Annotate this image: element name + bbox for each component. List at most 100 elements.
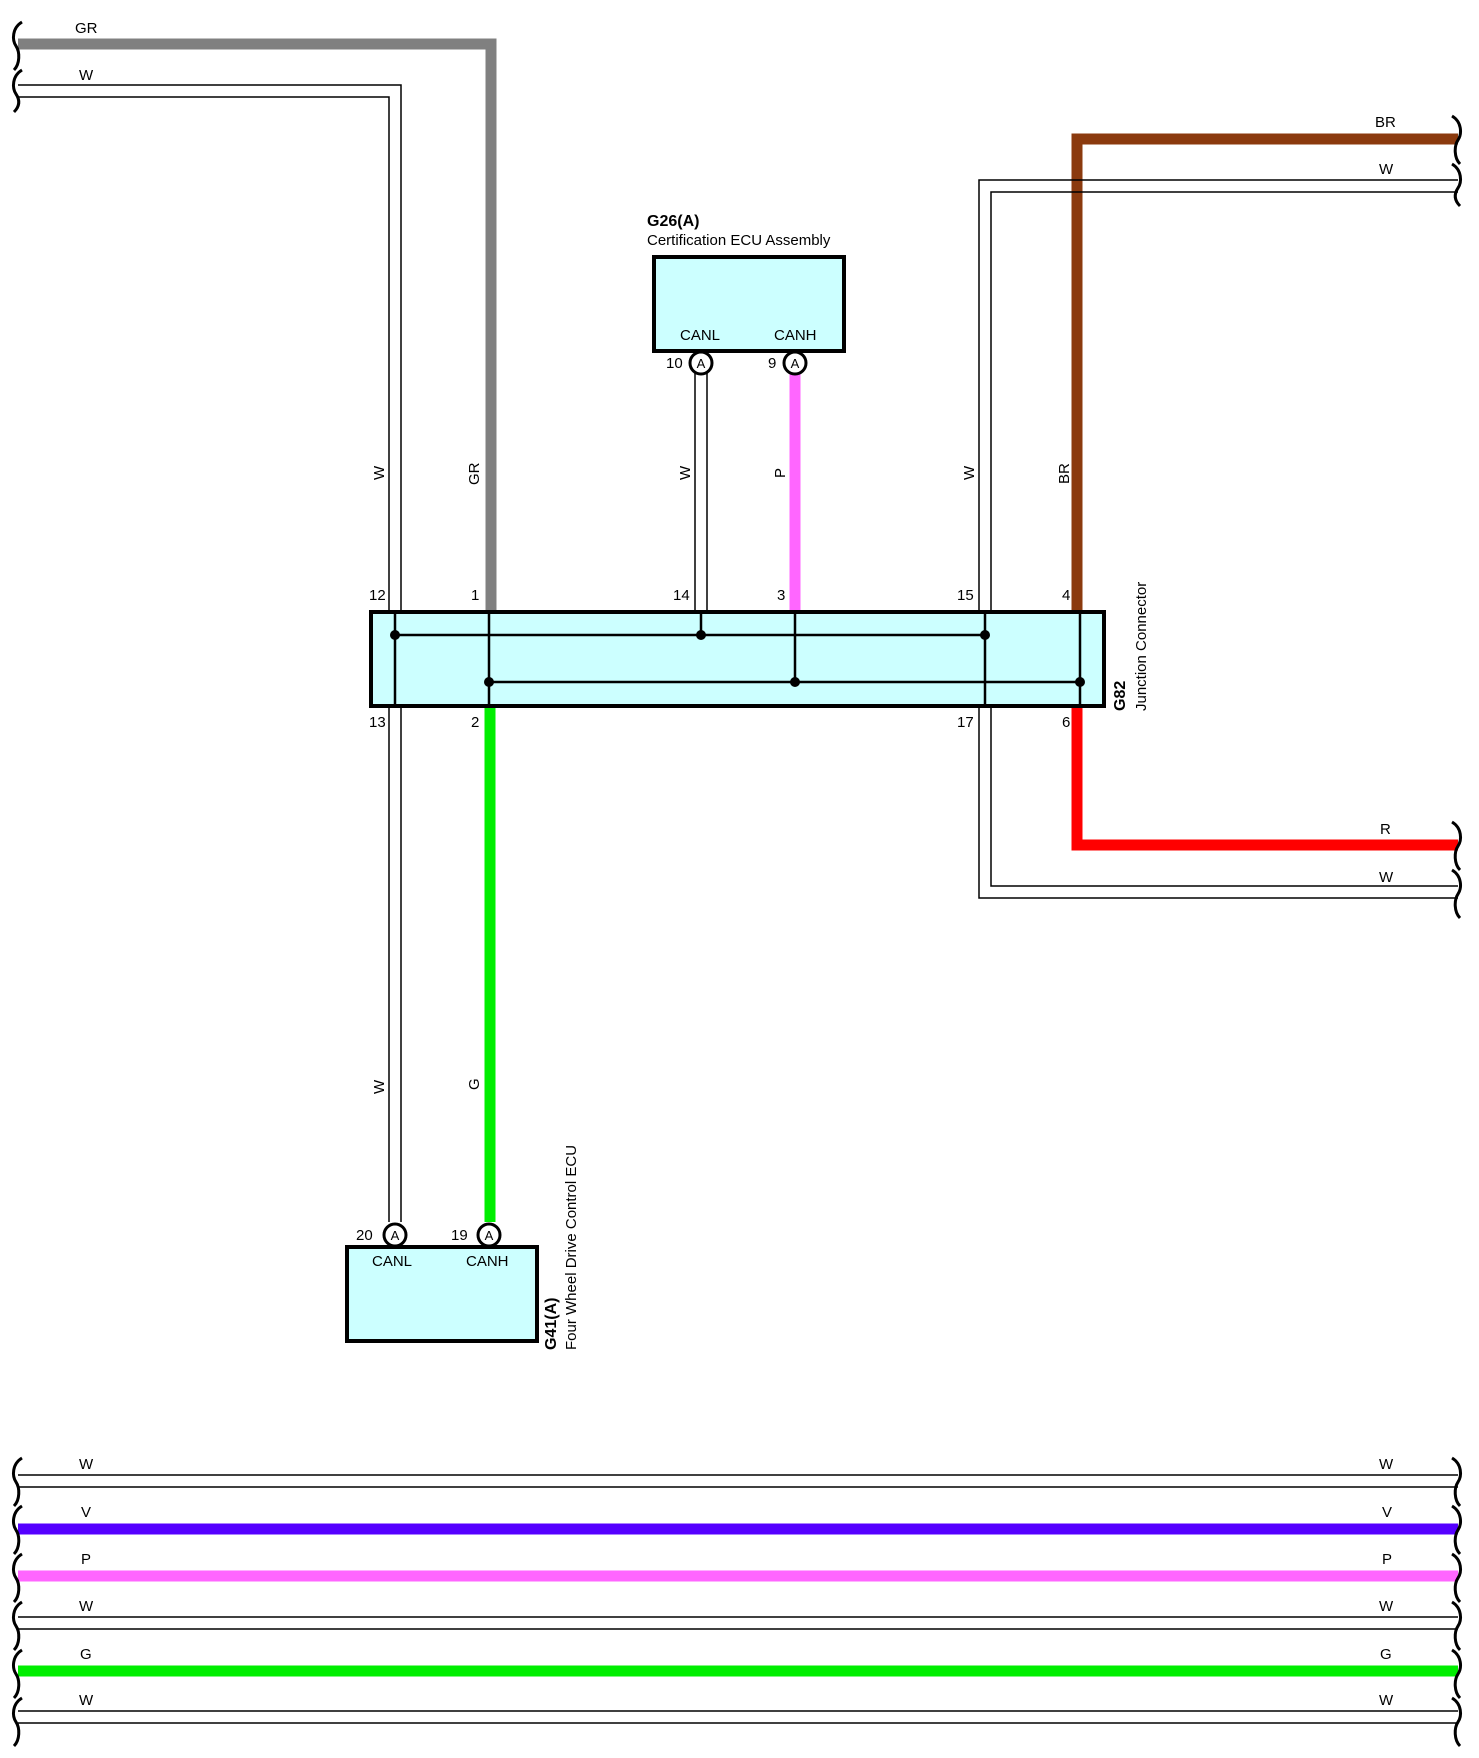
wire-break-icon (1451, 1696, 1462, 1748)
junction-dot-icon (980, 630, 990, 640)
wire-break-icon (1451, 162, 1462, 208)
g82-pin-2: 2 (471, 714, 479, 731)
wire-r-right (1071, 700, 1458, 851)
wire-break-icon (1451, 868, 1462, 920)
wire-break-icon (12, 1648, 23, 1700)
label-top-left-gr: GR (75, 20, 98, 37)
label-top-right-br: BR (1375, 114, 1396, 131)
wire-gr-path (18, 38, 497, 612)
wire-br-path (1071, 133, 1458, 612)
g41-code: G41(A) (543, 1298, 560, 1350)
g82-pin-13: 13 (369, 714, 386, 731)
label-vert-gr-1: GR (466, 462, 483, 485)
wire-break-icon (12, 68, 23, 114)
junction-dot-icon (484, 677, 494, 687)
terminal-a-20: A (391, 1228, 400, 1243)
bottom-label-right-3: W (1379, 1598, 1394, 1615)
g26-pin-canh-label: CANH (774, 327, 817, 344)
bottom-label-right-0: W (1379, 1456, 1394, 1473)
bottom-label-left-3: W (79, 1598, 94, 1615)
g26-box (652, 255, 846, 353)
g26-pin-9: 9 (768, 355, 776, 372)
junction-dot-icon (696, 630, 706, 640)
g82-pin-3: 3 (777, 587, 785, 604)
terminal-a-9: A (791, 356, 800, 371)
terminal-a-10: A (697, 356, 706, 371)
g41-pin-canl-label: CANL (372, 1253, 412, 1270)
wire-r-path (1071, 700, 1458, 851)
label-vert-w-20: W (371, 1079, 388, 1094)
wire-break-icon (1451, 1504, 1462, 1556)
g41-pin-canh-label: CANH (466, 1253, 509, 1270)
g41-four-wheel-drive-ecu: CANL CANH 20 19 A A G41(A) Four Wheel Dr… (345, 1145, 580, 1350)
label-vert-g-19: G (466, 1078, 483, 1090)
g26-pin-canl-label: CANL (680, 327, 720, 344)
g82-pin-1: 1 (471, 587, 479, 604)
wire-break-icon (1451, 1552, 1462, 1604)
bottom-label-left-1: V (81, 1504, 91, 1521)
g26-certification-ecu: G26(A) Certification ECU Assembly CANL C… (647, 213, 846, 376)
label-top-right-w: W (1379, 161, 1394, 178)
wire-w-top-right (978, 179, 1458, 899)
g82-pin-4: 4 (1062, 587, 1070, 604)
wire-break-icon (12, 1456, 23, 1508)
label-vert-w-15: W (961, 465, 978, 480)
terminal-a-icon (476, 1222, 502, 1248)
wire-gr-top-left (18, 38, 497, 612)
wire-break-icon (12, 20, 23, 72)
wire-br-top-right (1071, 133, 1458, 612)
wire-w-top-left (18, 84, 402, 1222)
wire-w-inner (18, 96, 390, 1222)
g82-name: Junction Connector (1133, 582, 1150, 711)
bottom-wire-group: W V P W G W W V P W G W (12, 1456, 1462, 1748)
wire-break-icon (12, 1600, 23, 1652)
bottom-label-right-1: V (1382, 1504, 1392, 1521)
bottom-label-left-5: W (79, 1692, 94, 1709)
wire-break-icon (1451, 820, 1462, 872)
terminal-a-icon (382, 1222, 408, 1248)
label-vert-w-12: W (371, 465, 388, 480)
g41-pin-20: 20 (356, 1227, 373, 1244)
g41-box (345, 1245, 539, 1343)
wire-w-outer (18, 84, 402, 1222)
bottom-label-right-2: P (1382, 1551, 1392, 1568)
g82-box (369, 610, 1106, 708)
wire-break-icon (1451, 1456, 1462, 1508)
terminal-a-icon (782, 350, 808, 376)
g82-pin-14: 14 (673, 587, 690, 604)
g26-pin-10: 10 (666, 355, 683, 372)
wire-break-icon (1451, 1648, 1462, 1700)
wire-break-icon (12, 1504, 23, 1556)
g41-pin-19: 19 (451, 1227, 468, 1244)
wire-w-outer-right (978, 179, 1458, 899)
label-top-left-w: W (79, 67, 94, 84)
bottom-label-left-4: G (80, 1646, 92, 1663)
label-right-r: R (1380, 821, 1391, 838)
g41-name: Four Wheel Drive Control ECU (563, 1145, 580, 1350)
label-right-w: W (1379, 869, 1394, 886)
g82-pin-6: 6 (1062, 714, 1070, 731)
bottom-label-right-5: W (1379, 1692, 1394, 1709)
wire-break-icon (1451, 1600, 1462, 1652)
g82-pin-15: 15 (957, 587, 974, 604)
label-vert-p-3: P (772, 468, 789, 478)
g26-name: Certification ECU Assembly (647, 232, 831, 249)
g82-pin-12: 12 (369, 587, 386, 604)
junction-dot-icon (390, 630, 400, 640)
label-vert-br-4: BR (1056, 463, 1073, 484)
terminal-a-19: A (485, 1228, 494, 1243)
g26-code: G26(A) (647, 213, 699, 230)
bottom-label-right-4: G (1380, 1646, 1392, 1663)
wire-break-icon (1451, 114, 1462, 166)
wire-break-icon (12, 1696, 23, 1748)
terminal-a-icon (688, 350, 714, 376)
junction-dot-icon (790, 677, 800, 687)
junction-dot-icon (1075, 677, 1085, 687)
bottom-label-left-2: P (81, 1551, 91, 1568)
g82-pin-17: 17 (957, 714, 974, 731)
wire-w-inner-right (990, 191, 1458, 887)
wire-break-icon (12, 1552, 23, 1604)
label-vert-w-14: W (677, 465, 694, 480)
g82-code: G82 (1112, 681, 1129, 711)
